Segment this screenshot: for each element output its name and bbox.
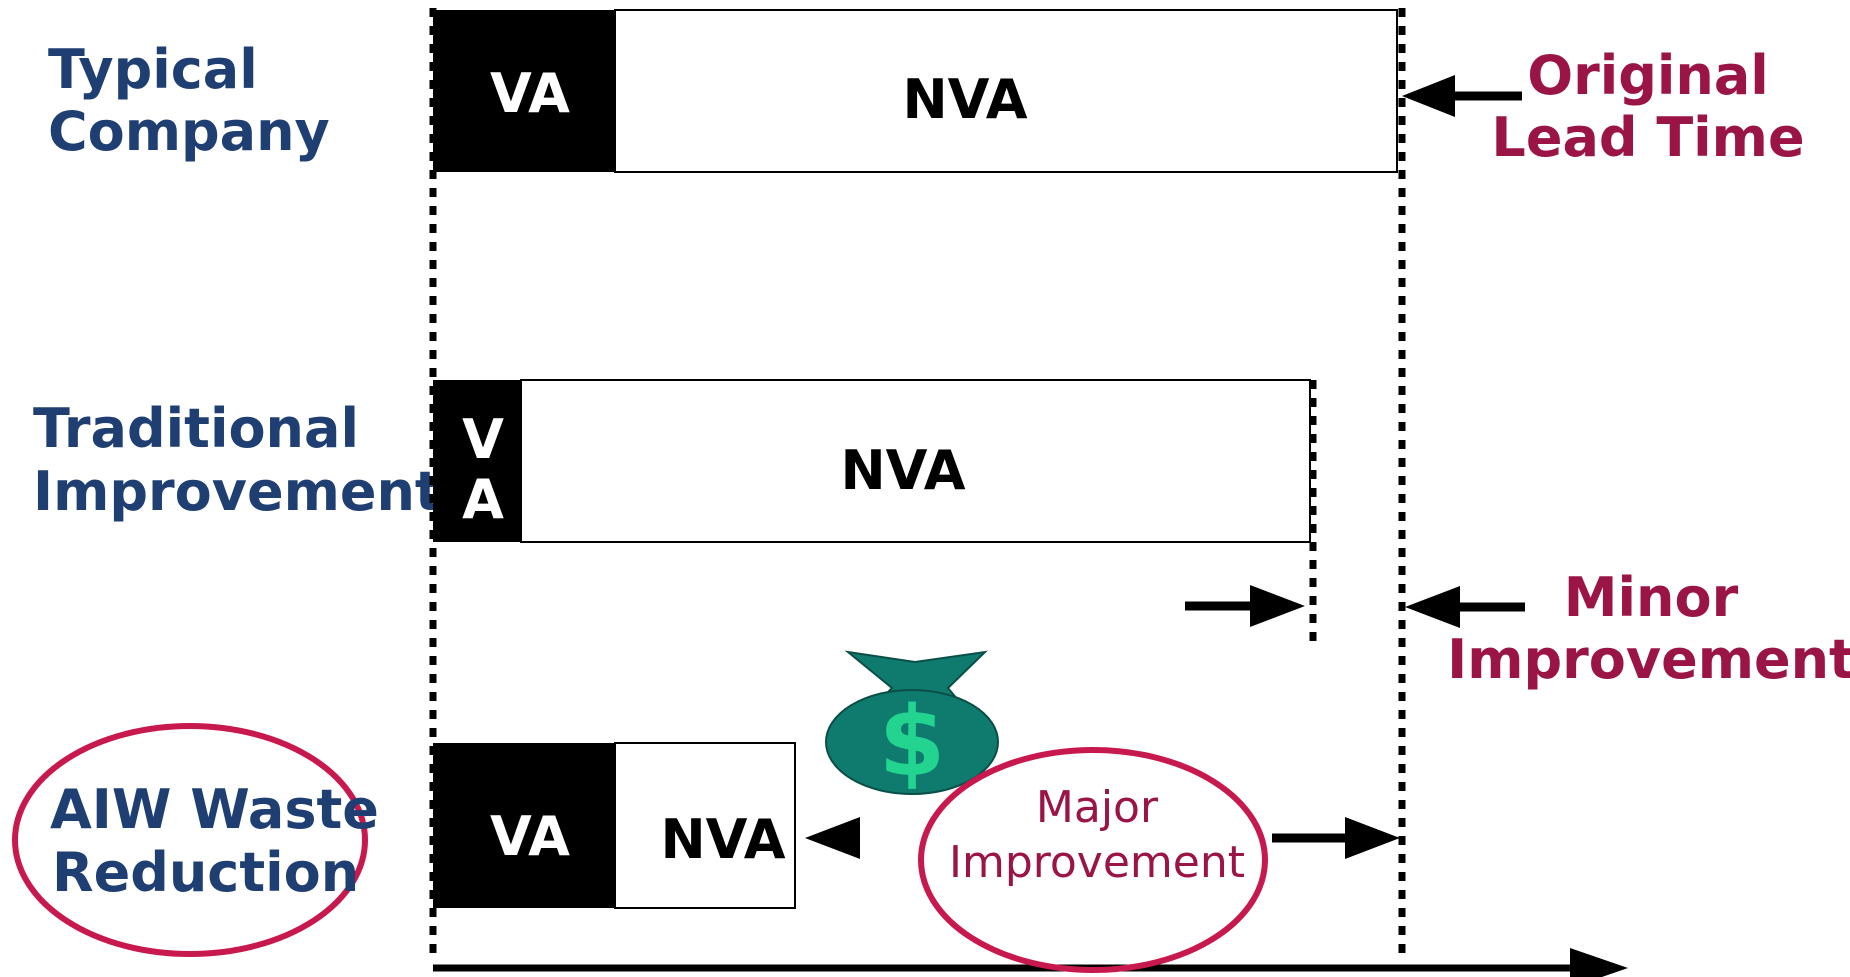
major-improvement-label-2: Improvement — [949, 837, 1245, 888]
va-text-traditional-v: V — [462, 408, 504, 471]
minor-improvement-label-1: Minor — [1564, 566, 1739, 629]
original-lead-time-label-2: Lead Time — [1491, 106, 1804, 169]
nva-text-traditional: NVA — [840, 439, 965, 502]
nva-text-aiw: NVA — [660, 808, 785, 871]
major-improvement-arrow-right — [1272, 817, 1400, 859]
va-segment-aiw — [433, 743, 615, 908]
row-label-company: Company — [48, 100, 330, 163]
money-bag-icon: $ — [825, 650, 999, 798]
aiw-highlight-circle — [12, 723, 368, 957]
nva-segment-typical — [614, 9, 1398, 173]
row-label-aiw-waste: AIW Waste — [50, 778, 379, 841]
bar-aiw: VA NVA — [433, 742, 796, 909]
major-improvement-label-1: Major — [1036, 782, 1159, 833]
minor-improvement-arrow-left — [1185, 585, 1305, 627]
nva-text-typical: NVA — [902, 68, 1027, 131]
row-label-typical: Typical — [48, 38, 258, 101]
va-text-traditional-a: A — [462, 468, 504, 531]
nva-segment-traditional — [520, 379, 1311, 543]
nva-segment-aiw — [614, 742, 796, 909]
original-lead-time-label-1: Original — [1527, 44, 1769, 107]
dollar-sign: $ — [879, 686, 946, 798]
major-improvement-arrow-left — [805, 817, 860, 859]
minor-improvement-label-2: Improvement — [1447, 628, 1850, 691]
row-label-traditional-improvement: Traditional Improvement — [33, 397, 441, 523]
minor-improvement-arrow-right — [1405, 586, 1525, 628]
row-label-typical-company: Typical Company — [48, 38, 330, 163]
row-label-reduction: Reduction — [52, 841, 359, 904]
original-lead-time-arrow — [1402, 75, 1522, 117]
time-axis-arrow — [433, 948, 1628, 977]
row-label-aiw-waste-reduction: AIW Waste Reduction — [50, 778, 379, 904]
va-text-typical: VA — [490, 62, 570, 125]
va-text-aiw: VA — [490, 805, 570, 868]
major-improvement-circle — [918, 747, 1268, 973]
bar-traditional: V A NVA — [433, 379, 1311, 543]
row-label-improvement: Improvement — [33, 460, 441, 523]
va-segment-traditional — [433, 380, 521, 542]
bar-typical: VA NVA — [433, 9, 1398, 173]
row-label-traditional: Traditional — [33, 397, 359, 460]
va-segment-typical — [433, 10, 615, 172]
